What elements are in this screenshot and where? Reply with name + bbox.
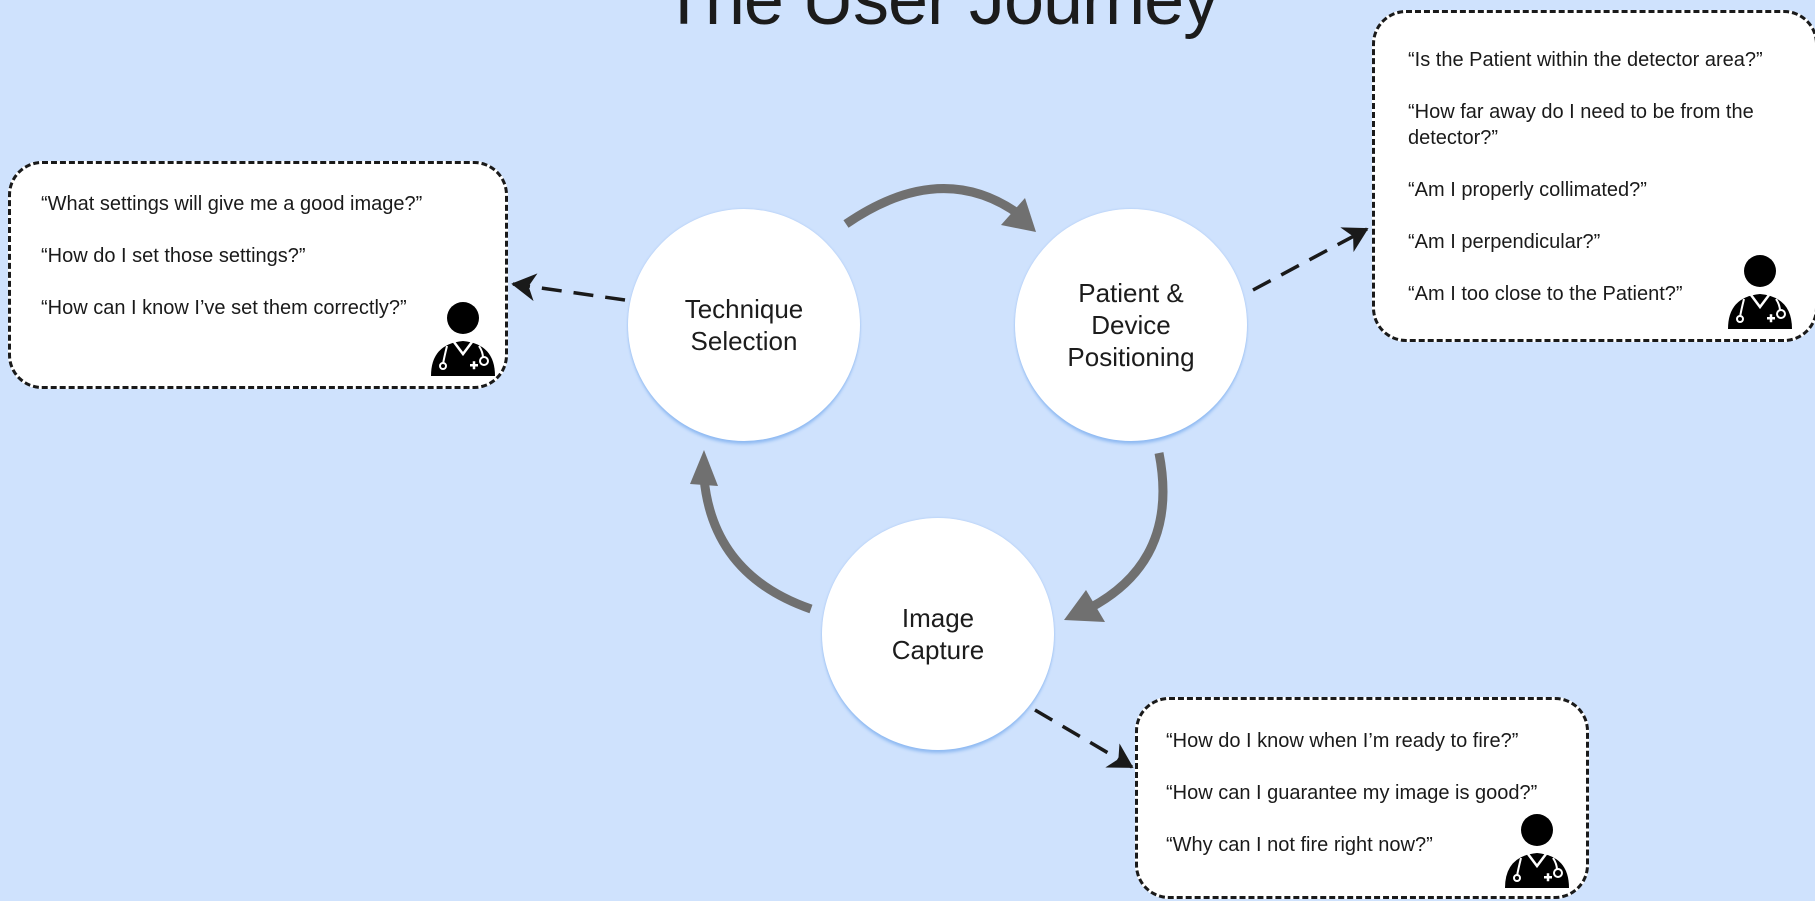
- question-item: “What settings will give me a good image…: [41, 193, 423, 215]
- doctor-icon: [1505, 814, 1569, 888]
- stage-image-capture: Image Capture: [822, 518, 1054, 750]
- questions-list: “How do I know when I’m ready to fire?” …: [1166, 728, 1566, 858]
- stage-technique-label: Technique Selection: [644, 293, 844, 357]
- questions-box-capture: “How do I know when I’m ready to fire?” …: [1135, 697, 1589, 899]
- callout-arrow-technique: [511, 273, 626, 302]
- questions-list: “Is the Patient within the detector area…: [1408, 47, 1795, 307]
- stage-label-line: Device: [1091, 310, 1171, 340]
- stage-label-line: Selection: [690, 326, 798, 356]
- cycle-arrow-positioning-to-capture: [1087, 452, 1168, 612]
- question-item: “Why can I not fire right now?”: [1166, 834, 1433, 856]
- callout-arrow-positioning: [1252, 227, 1369, 292]
- questions-list: “What settings will give me a good image…: [41, 191, 485, 321]
- question-item: “How far away do I need to be from the d…: [1408, 101, 1754, 149]
- cycle-arrowhead-positioning-to-capture: [1064, 590, 1105, 622]
- cycle-arrow-technique-to-positioning: [843, 184, 1023, 228]
- questions-box-positioning: “Is the Patient within the detector area…: [1372, 10, 1815, 342]
- questions-box-technique: “What settings will give me a good image…: [8, 161, 508, 389]
- stage-label-line: Capture: [891, 635, 985, 665]
- page-title: The User Journey: [661, 0, 1219, 40]
- question-item: “How can I know I’ve set them correctly?…: [41, 297, 407, 319]
- cycle-arrowhead-technique-to-positioning: [1001, 198, 1036, 232]
- cycle-arrow-capture-to-technique: [699, 477, 813, 614]
- stage-technique-selection: Technique Selection: [628, 209, 860, 441]
- callout-arrow-capture: [1034, 708, 1134, 769]
- doctor-icon: [1728, 255, 1792, 329]
- question-item: “Am I too close to the Patient?”: [1408, 283, 1683, 305]
- question-item: “Is the Patient within the detector area…: [1408, 49, 1763, 71]
- stage-label-line: Technique: [684, 294, 804, 324]
- question-item: “Am I perpendicular?”: [1408, 231, 1601, 253]
- stage-label-line: Positioning: [1067, 342, 1195, 372]
- stage-capture-label: Image Capture: [838, 602, 1038, 666]
- question-item: “How do I set those settings?”: [41, 245, 306, 267]
- stage-patient-device-positioning: Patient & Device Positioning: [1015, 209, 1247, 441]
- stage-label-line: Patient &: [1078, 278, 1184, 308]
- question-item: “How can I guarantee my image is good?”: [1166, 782, 1538, 804]
- stage-positioning-label: Patient & Device Positioning: [1031, 277, 1231, 373]
- cycle-arrowhead-capture-to-technique: [690, 450, 718, 486]
- stage-label-line: Image: [901, 603, 975, 633]
- question-item: “Am I properly collimated?”: [1408, 179, 1647, 201]
- question-item: “How do I know when I’m ready to fire?”: [1166, 730, 1519, 752]
- doctor-icon: [431, 302, 495, 376]
